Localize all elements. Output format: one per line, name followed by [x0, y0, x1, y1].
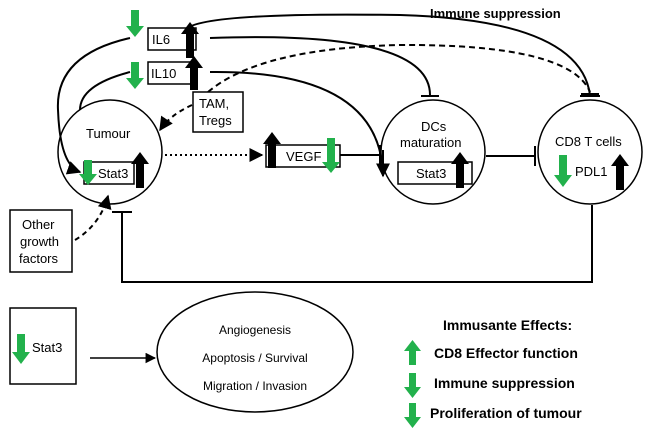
- cd8-circle: [537, 99, 643, 205]
- legend-stat3-down-arrow-icon: [12, 334, 30, 364]
- growth-to-tumour-dashed: [74, 194, 112, 241]
- il10-label: IL10: [151, 66, 176, 81]
- il6-down-arrow-icon: [126, 10, 144, 37]
- tam-box: [192, 91, 244, 133]
- tumour-stat3-down-arrow-icon: [79, 160, 97, 185]
- cd8-to-tumour-feedback: [121, 205, 593, 283]
- tumour-label: Tumour: [86, 126, 131, 141]
- growth-label-line1: Other: [22, 217, 55, 232]
- il6-label: IL6: [152, 32, 170, 47]
- il6-to-cd8-inhibit: [184, 13, 591, 96]
- vegf-label: VEGF: [286, 149, 321, 164]
- legend-heading: Immusante Effects:: [443, 317, 572, 333]
- vegf-up-arrow-icon: [263, 132, 281, 168]
- il6-to-stat3-loop: [56, 37, 131, 175]
- effect-angiogenesis: Angiogenesis: [219, 323, 291, 337]
- effects-ellipse: [156, 291, 354, 413]
- cd8-down-arrow-icon: [554, 155, 572, 187]
- il6-to-dcs-inhibit: [209, 36, 431, 96]
- tam-label-line1: TAM,: [199, 96, 229, 111]
- dcs-label-line1: DCs: [421, 119, 447, 134]
- dcs-circle: [380, 99, 486, 205]
- diagram-title: Immune suppression: [430, 6, 561, 21]
- il10-down-arrow-icon: [126, 62, 144, 89]
- pdl1-up-arrow-icon: [611, 154, 629, 190]
- growth-label-line2: growth: [20, 234, 59, 249]
- legend-item-proliferation: Proliferation of tumour: [430, 405, 582, 421]
- effect-apoptosis: Apoptosis / Survival: [202, 351, 307, 365]
- tumour-stat3-up-arrow-icon: [131, 152, 149, 188]
- il10-up-arrow-icon: [185, 56, 203, 90]
- il6-up-arrow-icon: [181, 22, 199, 58]
- dcs-stat3-up-arrow-icon: [451, 152, 469, 188]
- growth-label-line3: factors: [19, 251, 59, 266]
- effect-migration: Migration / Invasion: [203, 379, 307, 393]
- legend-item-immune: Immune suppression: [434, 375, 575, 391]
- legend-stat3-label: Stat3: [32, 340, 62, 355]
- legend-up-arrow-icon: [404, 340, 421, 365]
- pdl1-label: PDL1: [575, 164, 608, 179]
- tam-to-cd8-dashed: [207, 43, 591, 93]
- growth-box: [9, 209, 73, 273]
- tumour-stat3-label: Stat3: [98, 166, 128, 181]
- cd8-label: CD8 T cells: [555, 134, 622, 149]
- dcs-label-line2: maturation: [400, 135, 461, 150]
- tam-to-tumour-dashed: [159, 104, 193, 132]
- dcs-stat3-box: [397, 161, 473, 185]
- legend-item-cd8: CD8 Effector function: [434, 345, 578, 361]
- vegf-box: [265, 144, 341, 168]
- tumour-circle: [57, 99, 163, 205]
- vegf-down-arrow-icon: [322, 138, 340, 173]
- dcs-stat3-label: Stat3: [416, 166, 446, 181]
- legend-down-arrow-icon-2: [404, 403, 421, 428]
- tam-label-line2: Tregs: [199, 113, 232, 128]
- legend-down-arrow-icon-1: [404, 373, 421, 398]
